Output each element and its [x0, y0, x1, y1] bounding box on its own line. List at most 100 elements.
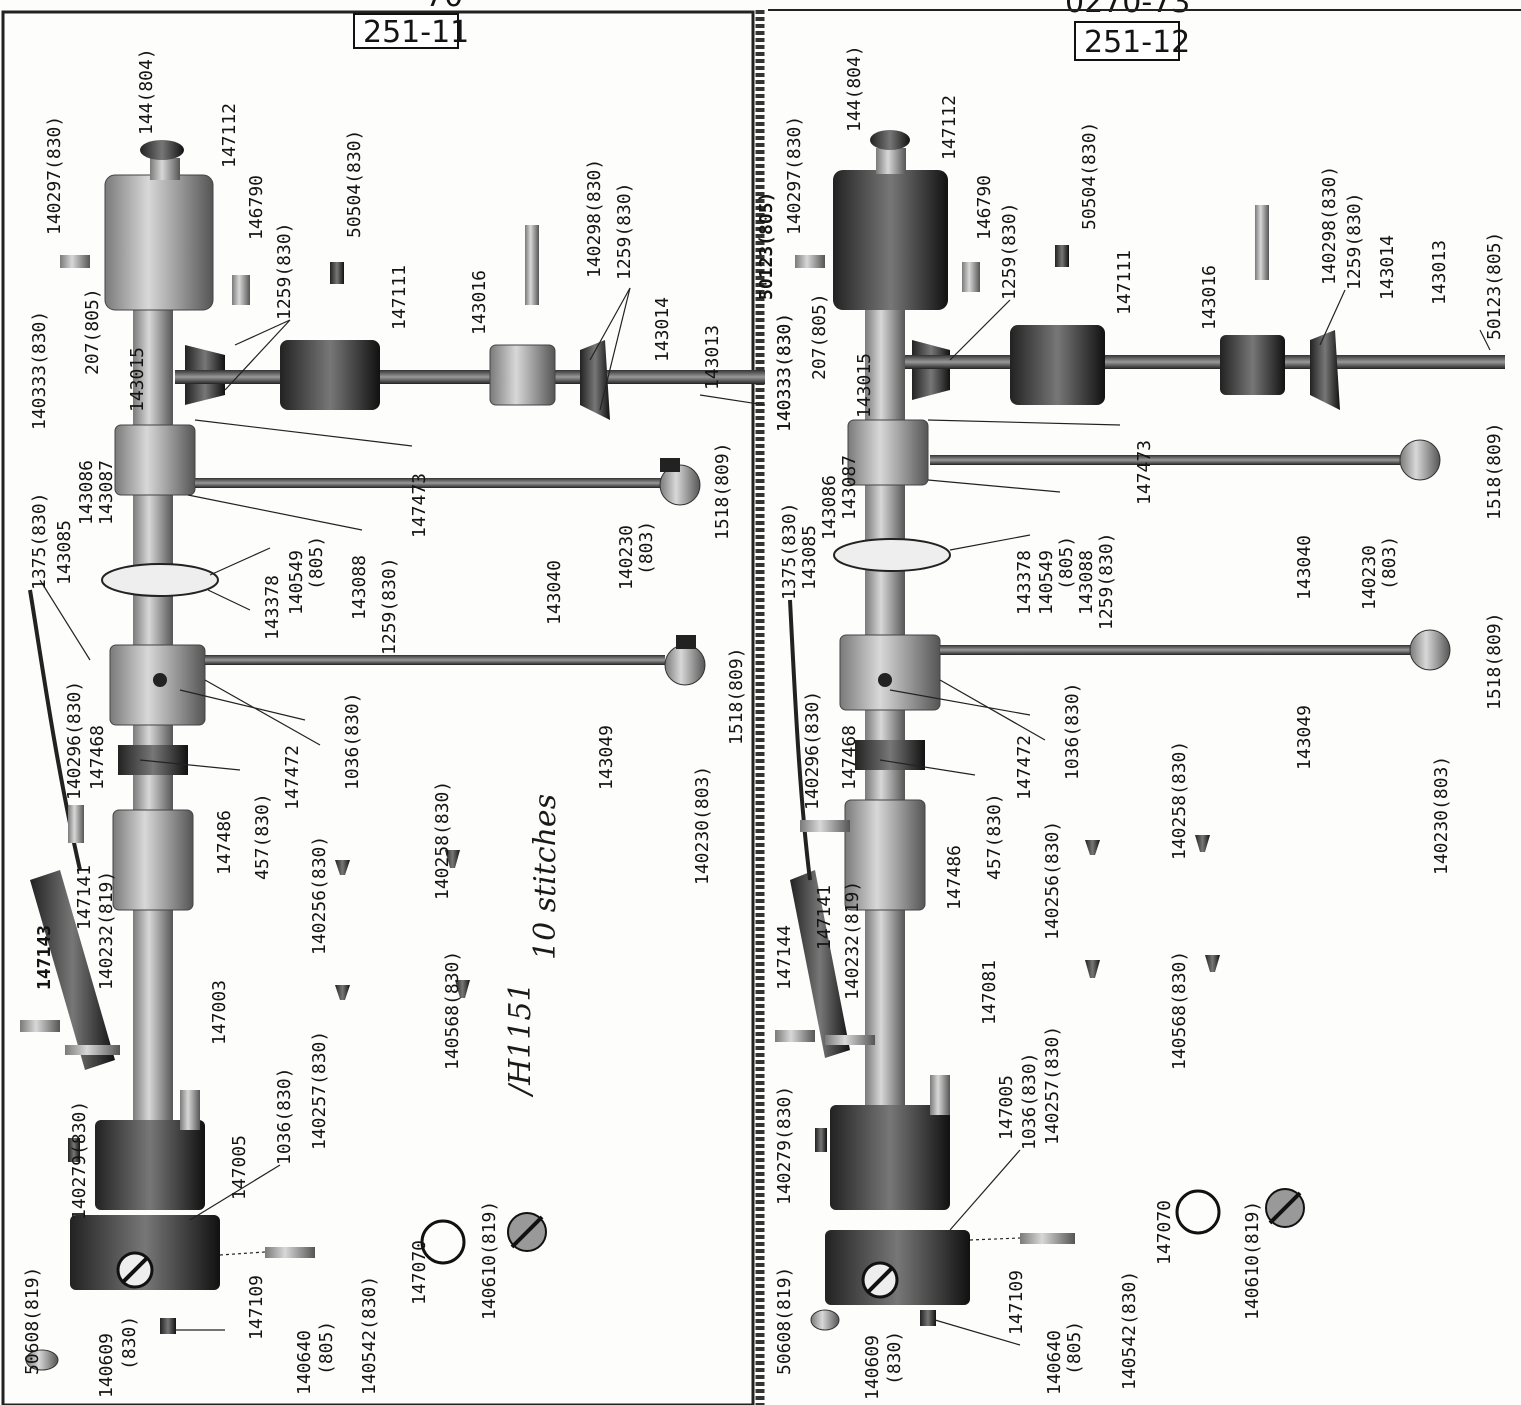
part-147109-block [70, 1215, 220, 1290]
label-50123: 50123(805) [756, 192, 777, 300]
main-shaft-2 [865, 290, 905, 1150]
label-1036-b: 1036(830) [274, 1067, 295, 1165]
part-1036-screw [153, 673, 167, 687]
label-1259-b: 1259(830) [614, 182, 635, 280]
label-146790: 146790 [246, 175, 267, 240]
leader-lines-2 [879, 289, 1491, 1346]
label-140549-2: 140549 [1036, 550, 1057, 615]
label-143013-2: 143013 [1429, 240, 1450, 305]
label-1259-b-2: 1259(830) [1344, 192, 1365, 290]
part-147112 [104, 174, 214, 311]
part-140256 [335, 860, 350, 875]
label-140333-b: 140333(830) [774, 313, 795, 432]
label-140296: 140296(830) [64, 681, 85, 800]
label-140258: 140258(830) [432, 781, 453, 900]
label-140256: 140256(830) [309, 836, 330, 955]
label-147486: 147486 [214, 810, 235, 875]
part-147468 [118, 745, 188, 775]
part-146790 [232, 275, 250, 305]
label-140296-2: 140296(830) [802, 691, 823, 810]
label-803-a: (803) [636, 521, 657, 575]
label-147472-2: 147472 [1014, 735, 1035, 800]
label-143085-2: 143085 [799, 525, 820, 590]
label-143015: 143015 [127, 347, 148, 412]
label-140230-a: 140230 [616, 525, 637, 590]
panel-frame-left [1, 10, 755, 1405]
label-140640-2: 140640 [1044, 1330, 1065, 1395]
label-147473: 147473 [409, 473, 430, 538]
label-147109: 147109 [246, 1275, 267, 1340]
part-147112-2 [833, 170, 948, 310]
panel-title-box [353, 13, 459, 49]
part-140568 [455, 980, 470, 998]
part-50608 [25, 1349, 59, 1371]
label-143016: 143016 [469, 270, 490, 335]
label-143049: 143049 [596, 725, 617, 790]
label-144-2: 144(804) [844, 45, 865, 132]
part-143040-rod-2 [930, 455, 1400, 465]
panel-title-2: 251-12 [1084, 25, 1190, 60]
label-207: 207(805) [82, 288, 103, 375]
part-140257 [335, 985, 350, 1000]
label-140257-2: 140257(830) [1042, 1026, 1063, 1145]
label-830-2: (830) [884, 1331, 905, 1385]
part-143049-rod [205, 655, 665, 665]
label-1036-b-2: 1036(830) [1019, 1052, 1040, 1150]
label-147070-2: 147070 [1154, 1200, 1175, 1265]
label-140568: 140568(830) [442, 951, 463, 1070]
label-50608: 50608(819) [22, 1267, 43, 1375]
labels-left: 140297(830) 144(804) 147112 146790 1259(… [22, 48, 795, 1398]
label-1259-a-2: 1259(830) [999, 202, 1020, 300]
label-50608-2: 50608(819) [774, 1267, 795, 1375]
part-147109-block-2 [825, 1230, 970, 1305]
part-143049-rod-2 [940, 645, 1410, 655]
label-805-b: (805) [316, 1321, 337, 1375]
part-147486 [112, 809, 194, 911]
label-140298-2: 140298(830) [1319, 166, 1340, 285]
label-50504-2: 50504(830) [1079, 122, 1100, 230]
label-143086: 143086 [76, 460, 97, 525]
label-805-b-2: (805) [1064, 1321, 1085, 1375]
label-140610: 140610(819) [479, 1201, 500, 1320]
label-805-2: (805) [1056, 536, 1077, 590]
label-140609-2: 140609 [862, 1335, 883, 1400]
label-147112-2: 147112 [939, 95, 960, 160]
label-143087-2: 143087 [839, 455, 860, 520]
label-147111: 147111 [389, 265, 410, 330]
part-140296-pin [68, 805, 84, 843]
label-147070: 147070 [409, 1240, 430, 1305]
part-50504 [330, 262, 344, 284]
label-140232: 140232(819) [96, 871, 117, 990]
label-140542: 140542(830) [359, 1276, 380, 1395]
part-140297 [60, 255, 90, 268]
label-147141-2: 147141 [814, 885, 835, 950]
label-147144-2: 147144 [774, 925, 795, 990]
part-147141-lever-2 [790, 870, 850, 1058]
panel-title: 251-11 [363, 15, 469, 50]
label-143087: 143087 [96, 460, 117, 525]
label-140230-b: 140230(803) [692, 766, 713, 885]
label-143013: 143013 [702, 325, 723, 390]
panel-title-box-2 [1074, 21, 1180, 61]
label-147005-2: 147005 [996, 1075, 1017, 1140]
part-147111 [280, 340, 380, 410]
part-140298 [525, 225, 539, 305]
part-147070-ring-2 [1175, 1189, 1221, 1235]
label-140297: 140297(830) [44, 116, 65, 235]
part-144-knob [140, 140, 184, 160]
label-140609: 140609 [96, 1333, 117, 1398]
part-140640 [160, 1318, 176, 1334]
part-143014-2 [1310, 330, 1340, 410]
label-140542-2: 140542(830) [1119, 1271, 1140, 1390]
label-143015-2: 143015 [854, 353, 875, 418]
label-143040: 143040 [544, 560, 565, 625]
label-1518-b-2: 1518(809) [1484, 612, 1505, 710]
label-140333-2: 140333(830) [774, 313, 795, 432]
label-457-2: 457(830) [984, 793, 1005, 880]
label-147003: 147003 [209, 980, 230, 1045]
label-143088-2: 143088 [1076, 550, 1097, 615]
part-140279 [68, 1138, 80, 1162]
label-143049-2: 143049 [1294, 705, 1315, 770]
